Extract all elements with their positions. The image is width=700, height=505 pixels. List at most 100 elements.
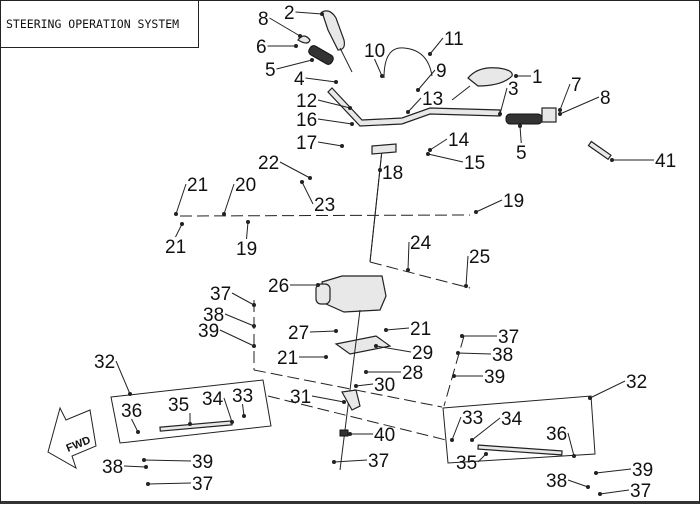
callout-label-18: 18 xyxy=(382,163,403,184)
fastener-7 xyxy=(558,108,562,112)
callout-label-2: 2 xyxy=(284,3,295,24)
part-41 xyxy=(587,140,612,161)
callout-label-26: 26 xyxy=(268,276,289,297)
fastener-12 xyxy=(348,106,352,110)
leader-line-37 xyxy=(147,482,192,485)
fastener-13 xyxy=(406,110,410,114)
leader-line-10 xyxy=(374,58,383,77)
callout-label-5: 5 xyxy=(265,60,276,81)
fastener-38 xyxy=(252,324,256,328)
leader-line-38 xyxy=(224,313,255,327)
fastener-24 xyxy=(406,268,410,272)
fastener-21 xyxy=(384,328,388,332)
callout-label-39: 39 xyxy=(198,321,219,342)
leader-line-9 xyxy=(417,69,436,91)
fastener-32 xyxy=(128,392,132,396)
callout-label-15: 15 xyxy=(464,153,485,174)
leader-line-21 xyxy=(175,183,187,215)
callout-label-19: 19 xyxy=(503,191,524,212)
fastener-21 xyxy=(324,355,328,359)
fastener-17 xyxy=(340,144,344,148)
leader-line-21 xyxy=(385,327,410,331)
fastener-10 xyxy=(380,74,384,78)
leader-line-14 xyxy=(429,138,448,151)
pitman-arm xyxy=(341,389,361,411)
callout-label-21: 21 xyxy=(277,348,298,369)
fastener-14 xyxy=(428,148,432,152)
leader-line-38 xyxy=(123,465,147,468)
nut-40 xyxy=(339,429,349,437)
callout-label-9: 9 xyxy=(436,61,447,82)
tie-rod-assembly-box-left xyxy=(110,379,272,444)
callout-label-22: 22 xyxy=(258,153,279,174)
centerline-right-pin xyxy=(443,335,465,407)
fastener-39 xyxy=(252,344,256,348)
callout-label-28: 28 xyxy=(402,363,423,384)
right-grip xyxy=(505,113,543,125)
callout-label-12: 12 xyxy=(296,91,317,112)
callout-label-34: 34 xyxy=(501,409,523,430)
brake-cable xyxy=(383,47,433,79)
fastener-25 xyxy=(464,284,468,288)
fastener-6 xyxy=(294,44,298,48)
callout-label-38: 38 xyxy=(203,305,224,326)
fastener-19 xyxy=(246,220,250,224)
callout-label-37: 37 xyxy=(630,481,651,502)
fastener-26 xyxy=(316,283,320,287)
leader-line-2 xyxy=(295,11,323,15)
callout-label-31: 31 xyxy=(290,387,311,408)
left-mirror xyxy=(321,10,345,51)
callout-label-40: 40 xyxy=(374,425,395,446)
leader-line-8 xyxy=(559,96,600,115)
leader-line-39 xyxy=(143,459,192,462)
leader-line-22 xyxy=(279,161,311,179)
fastener-8 xyxy=(298,34,302,38)
fastener-33 xyxy=(242,414,246,418)
centerline-left xyxy=(253,369,443,408)
fastener-37 xyxy=(460,334,464,338)
eps-unit xyxy=(321,275,387,313)
leader-line-25 xyxy=(465,255,469,287)
leader-line-37 xyxy=(599,489,630,495)
callout-label-11: 11 xyxy=(444,29,464,50)
fastener-22 xyxy=(308,176,312,180)
callout-label-39: 39 xyxy=(192,452,213,473)
callout-label-4: 4 xyxy=(294,69,305,90)
fastener-29 xyxy=(374,344,378,348)
leader-line-31 xyxy=(311,395,345,403)
leader-line-17 xyxy=(317,141,343,147)
fastener-28 xyxy=(364,370,368,374)
leader-line-20 xyxy=(223,183,235,215)
callout-label-21: 21 xyxy=(410,319,431,340)
leader-line-19 xyxy=(475,199,503,213)
fastener-8 xyxy=(558,112,562,116)
fastener-15 xyxy=(426,152,430,156)
callout-label-35: 35 xyxy=(456,453,477,474)
callout-label-39: 39 xyxy=(484,367,505,388)
left-mirror-stem xyxy=(339,47,353,73)
fastener-34 xyxy=(230,420,234,424)
callout-label-24: 24 xyxy=(410,233,432,254)
callout-label-8: 8 xyxy=(600,88,611,109)
leader-line-12 xyxy=(317,99,351,109)
left-tie-rod xyxy=(159,420,233,432)
fastener-35 xyxy=(484,452,488,456)
callout-label-19: 19 xyxy=(236,239,257,260)
callout-label-35: 35 xyxy=(168,395,189,416)
callout-label-21: 21 xyxy=(187,175,208,196)
fastener-32 xyxy=(588,396,592,400)
callout-label-38: 38 xyxy=(492,345,513,366)
leader-line-30 xyxy=(355,383,374,387)
leader-line-33 xyxy=(242,403,245,417)
leader-lines xyxy=(115,11,654,496)
leader-line-15 xyxy=(427,153,464,163)
callout-label-8: 8 xyxy=(258,9,269,30)
right-mirror xyxy=(467,67,513,87)
right-throttle xyxy=(541,107,557,123)
leader-line-32 xyxy=(589,380,626,399)
column-clamp xyxy=(371,143,397,155)
callout-label-39: 39 xyxy=(632,460,653,481)
